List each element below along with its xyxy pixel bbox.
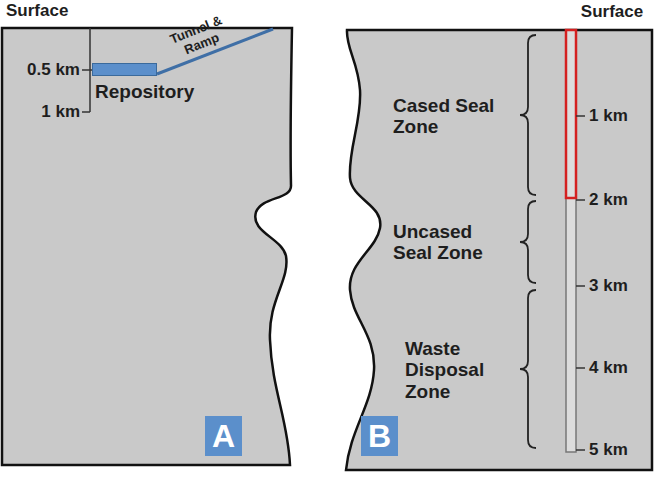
panel-letter-box: B	[361, 416, 398, 456]
depth-tick	[576, 285, 585, 287]
panel-letter-box: A	[205, 416, 242, 456]
depth-scale-a	[82, 28, 92, 112]
zone-label: Waste Disposal Zone	[405, 338, 505, 402]
surface-label: Surface	[581, 2, 643, 21]
curly-brace	[520, 35, 536, 195]
zone-label: Uncased Seal Zone	[393, 221, 497, 264]
depth-label: 0.5 km	[27, 60, 80, 79]
borehole	[566, 30, 576, 452]
surface-label: Surface	[6, 1, 68, 20]
depth-tick	[576, 449, 585, 451]
curly-brace	[520, 201, 536, 283]
panel-letter: B	[368, 420, 391, 452]
curly-brace	[520, 290, 536, 448]
repository-block: Repository	[92, 63, 157, 76]
rock-panel-b	[346, 30, 652, 470]
depth-label: 4 km	[589, 358, 628, 377]
depth-label: 3 km	[589, 276, 628, 295]
block-label: Repository	[95, 81, 194, 103]
depth-ticks-b	[576, 116, 585, 450]
depth-tick	[576, 199, 585, 201]
panel-letter: A	[212, 420, 235, 452]
depth-label: 2 km	[589, 190, 628, 209]
zone-braces	[520, 35, 536, 448]
zone-label: Cased Seal Zone	[393, 95, 497, 138]
rock-panel-a	[2, 28, 292, 465]
depth-label: 1 km	[41, 102, 80, 121]
depth-tick	[576, 115, 585, 117]
tunnel-label: Tunnel & Ramp	[167, 13, 232, 62]
depth-label: 1 km	[589, 106, 628, 125]
depth-label: 5 km	[589, 440, 628, 459]
depth-tick	[576, 367, 585, 369]
